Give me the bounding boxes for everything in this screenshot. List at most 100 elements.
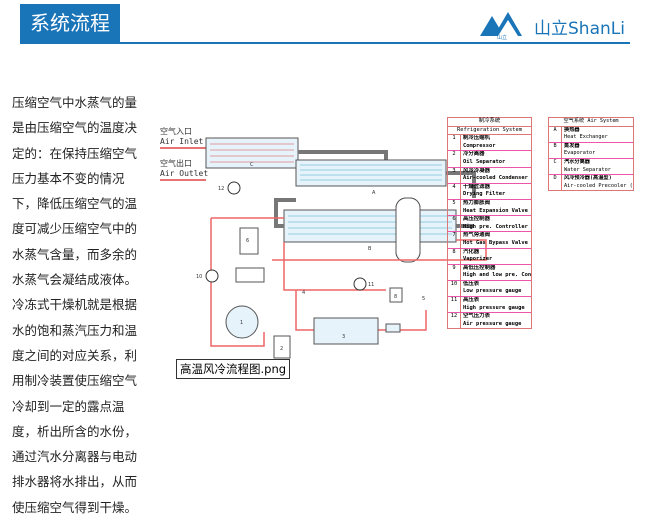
svg-text:3: 3 — [342, 334, 345, 340]
heat-exchanger-a — [295, 159, 447, 187]
air-legend-num: D — [549, 175, 562, 191]
description-line: 冷却到一定的露点温 — [12, 398, 125, 414]
gauge-12 — [227, 181, 241, 195]
image-filename-tooltip: 高温风冷流程图.png — [176, 359, 291, 379]
svg-text:11: 11 — [368, 282, 374, 288]
legend-cn: 制冷压缩机 — [463, 135, 490, 142]
description-line: 水蒸气含量，而多余的 — [12, 246, 138, 262]
svg-text:6: 6 — [246, 238, 249, 244]
gauge-10 — [205, 269, 219, 283]
controller-6 — [239, 227, 259, 255]
legend-en: High pre. Controller — [463, 223, 528, 230]
legend-en: Hot Gas Bypass Valve — [463, 239, 528, 246]
air-legend-num: A — [549, 126, 562, 142]
logo-text: 山立ShanLi — [534, 19, 625, 39]
brand-logo[interactable]: 山立 山立ShanLi — [478, 8, 638, 40]
legend-num: 5 — [448, 199, 461, 216]
description-line: 度，析出所含的水份， — [12, 423, 138, 439]
label-d: C — [250, 162, 254, 168]
air-legend-cn: 蒸发器 — [564, 142, 580, 149]
label-b: B — [368, 246, 372, 252]
legend-num: 6 — [448, 216, 461, 232]
description-line: 用制冷装置使压缩空气 — [12, 373, 138, 389]
description-line: 是由压缩空气的温度决 — [12, 120, 138, 136]
legend-en: Compressor — [463, 142, 496, 149]
evaporator-b — [283, 209, 457, 243]
air-legend-en: Air-cooled Precooler (High Temperature T… — [564, 182, 633, 189]
refrigeration-legend-title-cn: 制冷系统 — [448, 118, 531, 127]
description-line: 通过汽水分离器与电动 — [12, 449, 138, 465]
air-legend-cn: 风冷预冷器(高温型) — [564, 175, 612, 182]
description-line: 度之间的对应关系，利 — [12, 347, 138, 363]
description-line: 水的饱和蒸汽压力和温 — [12, 322, 138, 338]
svg-text:12: 12 — [218, 186, 224, 192]
legend-num: 1 — [448, 135, 461, 151]
air-inlet-en: Air Inlet — [160, 137, 204, 146]
legend-en: Air pressure gauge — [463, 320, 522, 327]
description-text: 压缩空气中水蒸气的量是由压缩空气的温度决定的：在保持压缩空气压力基本不变的情况下… — [12, 90, 140, 520]
air-legend-en: Water Separator — [564, 166, 611, 173]
mountain-logo-icon: 山立 — [480, 12, 522, 40]
air-outlet-en: Air Outlet — [160, 169, 208, 178]
legend-cn: 空气压力表 — [463, 313, 490, 320]
description-line: 压力基本不变的情况 — [12, 170, 125, 186]
legend-en: Low pressure gauge — [463, 288, 522, 295]
legend-num: 11 — [448, 297, 461, 313]
label-a: A — [372, 190, 376, 196]
legend-num: 12 — [448, 313, 461, 329]
svg-text:1: 1 — [240, 320, 243, 326]
description-line: 冷冻式干燥机就是根据 — [12, 297, 138, 313]
controller-9 — [235, 267, 265, 283]
description-line: 下，降低压缩空气的温 — [12, 196, 138, 212]
legend-cn: 冷分离器 — [463, 151, 485, 158]
gauge-11 — [353, 277, 367, 291]
legend-num: 4 — [448, 183, 461, 199]
flow-diagram-svg: 空气入口 Air Inlet 空气出口 Air Outlet C A B — [160, 126, 487, 359]
legend-en: Air-cooled Condenser — [463, 175, 528, 182]
air-legend-cn: 换热器 — [564, 126, 580, 133]
valve-8 — [389, 287, 403, 303]
filter-4 — [385, 323, 401, 333]
legend-cn: 汽化器 — [463, 248, 480, 255]
description-line: 压缩空气中水蒸气的量 — [12, 95, 138, 110]
air-legend-en: Evaporator — [564, 150, 596, 157]
legend-num: 3 — [448, 167, 461, 183]
flow-diagram: 空气入口 Air Inlet 空气出口 Air Outlet C A B — [156, 110, 636, 392]
description-line: 水蒸气会凝结成液体。 — [12, 272, 138, 288]
legend-en: Drying Filter — [463, 191, 506, 198]
svg-text:4: 4 — [302, 290, 305, 296]
legend-cn: 低压表 — [463, 280, 480, 287]
header: 系统流程 山立 山立ShanLi — [0, 0, 647, 50]
oil-separator-2 — [273, 335, 291, 359]
svg-text:8: 8 — [394, 294, 397, 300]
svg-text:10: 10 — [196, 274, 202, 280]
condenser-3 — [313, 317, 379, 345]
water-separator — [395, 197, 421, 263]
air-legend-num: B — [549, 142, 562, 158]
legend-cn: 高低压控制器 — [463, 264, 496, 271]
legend-cn: 高压表 — [463, 297, 480, 304]
legend-cn: 干燥过滤器 — [463, 183, 490, 190]
